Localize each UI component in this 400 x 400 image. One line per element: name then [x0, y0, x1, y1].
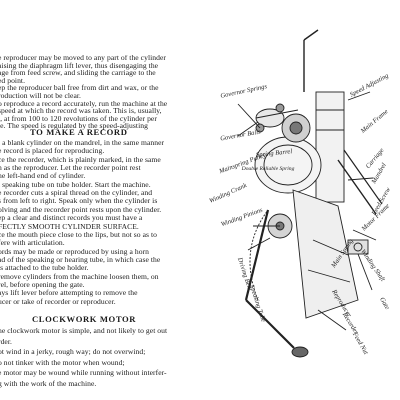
text-line: te. The speed is regulated by the speed-…	[0, 121, 148, 131]
text-line: s from left to right. Speak only when th…	[0, 196, 158, 206]
text-line: ays lift lever before attempting to remo…	[0, 288, 138, 298]
crank-knob	[291, 346, 309, 358]
text-line: n as the reproducer. Let the recorder po…	[0, 163, 141, 173]
text-line: ot wind in a jerky, rough way; do not ov…	[0, 347, 146, 357]
text-line: e recorder cuts a spiral thread on the c…	[0, 188, 153, 198]
heading-clockwork-motor: CLOCKWORK MOTOR	[32, 314, 137, 324]
text-line: roduction will not be clear.	[0, 91, 82, 100]
text-line: ad of the speaking or hearing tube, in w…	[0, 254, 161, 264]
text-line: o reproduce a record accurately, run the…	[0, 98, 168, 108]
text-line: aising the diaphragm lift lever, thus di…	[0, 60, 159, 70]
text-line: g with the work of the machine.	[0, 379, 97, 388]
text-line: FECTLY SMOOTH CYLINDER SURFACE.	[0, 221, 139, 231]
text-line: o not tinker with the motor when wound;	[0, 357, 125, 367]
text-line: ep a clear and distinct records you must…	[0, 213, 143, 223]
text-line: speed at which the record was taken. Thi…	[0, 106, 162, 116]
text-line: age from feed screw, and sliding the car…	[0, 68, 156, 78]
text-line: t a blank cylinder on the mandrel, in th…	[0, 138, 165, 147]
heading-make-record: TO MAKE A RECORD	[30, 127, 128, 137]
text-line: olving and the recorder point rests upon…	[0, 204, 162, 214]
text-line: rder.	[0, 336, 12, 346]
text-line: he clockwork motor is simple, and not li…	[0, 326, 168, 335]
text-line: e record is placed for reproducing.	[0, 146, 105, 156]
spring-barrel-text: Double Reliable Spring	[241, 166, 295, 172]
text-line: e reproducer may be moved to any part of…	[0, 55, 166, 62]
motor-frame-shape	[292, 189, 359, 319]
main-frame-shape	[315, 91, 345, 203]
text-line: t speaking tube on tube holder. Start th…	[0, 179, 151, 189]
mechanism-drawing: Double Reliable Spring	[237, 29, 383, 358]
text-line: ep the reproducer ball free from dirt an…	[0, 83, 159, 93]
phonograph-diagram: Double Reliable Spring Speed Adjusting G…	[198, 0, 400, 400]
text-line: remove cylinders from the machine loosen…	[0, 271, 159, 281]
text-line: ed point.	[0, 75, 26, 85]
text-line: t, at from 100 to 120 revolutions of the…	[0, 113, 157, 123]
text-line: is attached to the tube holder.	[0, 263, 89, 273]
text-line: ucer or take of recorder or reproducer.	[0, 296, 116, 306]
text-line: ce the mouth piece close to the lips, bu…	[0, 229, 157, 239]
text-line: ords may be made or reproduced by using …	[0, 246, 149, 256]
text-line: ce the recorder, which is plainly marked…	[0, 154, 161, 164]
text-line: rel, before opening the gate.	[0, 279, 85, 289]
left-page-text: e reproducer may be moved to any part of…	[0, 55, 198, 400]
text-line: fere with articulation.	[0, 238, 65, 248]
text-line: he left-hand end of cylinder.	[0, 171, 86, 181]
text-line: e motor may be wound while running witho…	[0, 368, 167, 378]
